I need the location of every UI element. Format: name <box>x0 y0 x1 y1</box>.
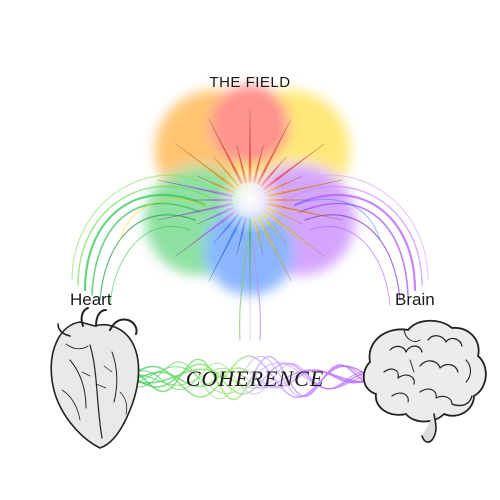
coherence-wave-band <box>124 355 375 401</box>
right-field-strands <box>284 174 429 306</box>
coherence-label: COHERENCE <box>185 366 325 391</box>
field-core-glow <box>216 166 284 234</box>
starburst-ray <box>263 143 325 191</box>
starburst-ray <box>157 202 233 221</box>
starburst-ray <box>248 109 252 183</box>
field-stem <box>239 239 261 341</box>
starburst-ray <box>256 118 292 185</box>
anatomical-heart-icon <box>50 307 140 449</box>
coherence-wave <box>124 368 375 389</box>
coherence-wave <box>124 355 375 400</box>
starburst-ray <box>267 179 343 198</box>
left-field-strands <box>71 174 216 306</box>
starburst-ray <box>267 202 343 221</box>
heart-label: Heart <box>70 290 112 309</box>
coherence-wave <box>124 355 375 401</box>
starburst-ray <box>256 215 292 282</box>
brain-icon <box>362 319 487 443</box>
starburst-ray <box>263 209 325 257</box>
coherence-wave <box>124 362 375 395</box>
starburst-ray <box>208 215 244 282</box>
field-title: THE FIELD <box>209 74 291 91</box>
field-starburst <box>157 109 343 291</box>
starburst-ray <box>175 209 237 257</box>
starburst-ray <box>157 179 233 198</box>
coherence-wave <box>124 367 375 389</box>
brain-label: Brain <box>395 290 435 309</box>
starburst-ray <box>175 143 237 191</box>
starburst-ray <box>208 118 244 185</box>
coherence-wave <box>124 355 375 398</box>
